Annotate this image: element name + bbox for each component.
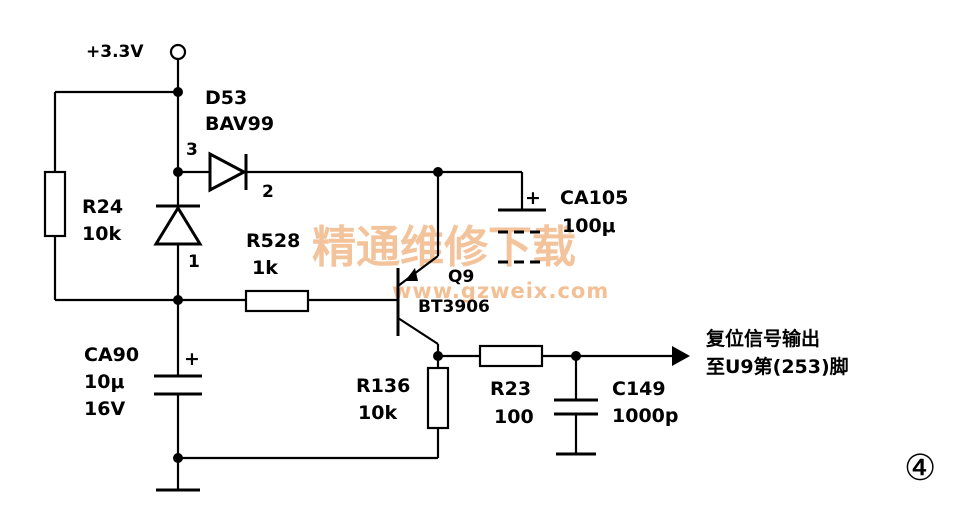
r528-value: 1k [252,257,278,279]
d53-part: BAV99 [205,113,274,135]
d53-pin2: 2 [262,182,274,202]
ca90-value: 10μ [84,371,124,393]
ca105-plus: + [525,187,541,209]
ca105-value: 100μ [562,215,616,237]
q9-collector [397,317,439,345]
watermark-title: 精通维修下载 [312,222,576,273]
output-label-line2: 至U9第(253)脚 [706,355,849,378]
ca90-voltage: 16V [84,398,125,420]
q9-emitter-arrow [405,268,418,281]
ca90-plus: + [184,348,200,370]
d53-diode-lower [153,205,203,246]
r136-ref: R136 [356,375,410,397]
r23-ref: R23 [490,378,531,400]
r136-value: 10k [358,402,397,424]
ca90-ref: CA90 [84,344,139,366]
r24-value: 10k [82,223,121,245]
output-arrow-icon [672,346,690,366]
output-label-line1: 复位信号输出 [705,327,820,350]
supply-label: +3.3V [86,42,144,62]
r24-resistor [43,170,67,238]
r24-ref: R24 [82,196,123,218]
c149-ref: C149 [612,378,666,400]
ca105-ref: CA105 [560,187,628,209]
d53-pin3: 3 [186,140,198,160]
r528-ref: R528 [246,230,300,252]
figure-number: ④ [904,448,936,489]
supply-terminal [169,43,187,61]
d53-diode-upper [208,151,248,193]
q9-part: BT3906 [418,297,490,317]
q9-ref: Q9 [448,267,474,287]
r528-resistor [244,289,310,313]
r23-value: 100 [494,406,534,428]
r136-resistor [426,366,450,430]
d53-pin1: 1 [188,252,200,272]
d53-ref: D53 [205,87,247,109]
r23-resistor [478,344,544,368]
c149-value: 1000p [612,405,678,427]
q9-emitter [397,255,439,287]
watermark-url: www.gzweix.com [392,279,609,303]
